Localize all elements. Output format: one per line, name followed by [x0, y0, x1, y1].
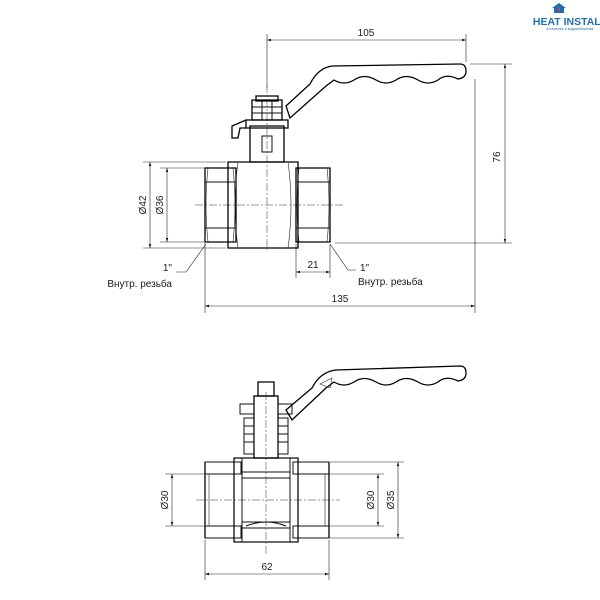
dim-overall-length: 135	[332, 294, 349, 305]
dim-outer-right: Ø35	[386, 490, 397, 509]
section-lever-handle	[285, 365, 467, 422]
dim-inner-diameter: Ø36	[155, 195, 166, 214]
section-view: Ø30 Ø30 Ø35 62	[160, 365, 467, 580]
ball	[233, 457, 299, 543]
logo-name: HEAT INSTALL	[533, 16, 600, 28]
top-view: 105 76 Ø42 Ø36 21 135 1" Внутр. резьба 1…	[107, 28, 512, 313]
dim-bore-right: Ø30	[366, 490, 377, 509]
left-end-wall	[204, 461, 242, 539]
dim-section-length: 62	[261, 562, 273, 573]
thread-left-label: Внутр. резьба	[107, 278, 172, 290]
section-stem	[239, 381, 293, 459]
dim-thread-length: 21	[307, 260, 319, 271]
left-hex-end	[204, 167, 237, 243]
dim-height: 76	[492, 151, 503, 163]
lever-handle	[285, 63, 467, 120]
thread-right-label: Внутр. резьба	[358, 276, 423, 288]
right-hex-end	[295, 167, 331, 243]
right-end-wall	[292, 461, 330, 539]
dim-outer-diameter: Ø42	[138, 195, 149, 214]
thread-left-size: 1"	[163, 263, 173, 274]
logo-tagline: отопление и водоснабжение	[546, 27, 594, 31]
thread-right-size: 1"	[360, 263, 370, 274]
dim-handle-length: 105	[358, 28, 375, 39]
heat-install-logo: HEAT INSTALL отопление и водоснабжение	[533, 3, 600, 31]
flame-icon	[558, 7, 560, 12]
dim-bore-left: Ø30	[160, 490, 171, 509]
stem	[231, 95, 289, 163]
